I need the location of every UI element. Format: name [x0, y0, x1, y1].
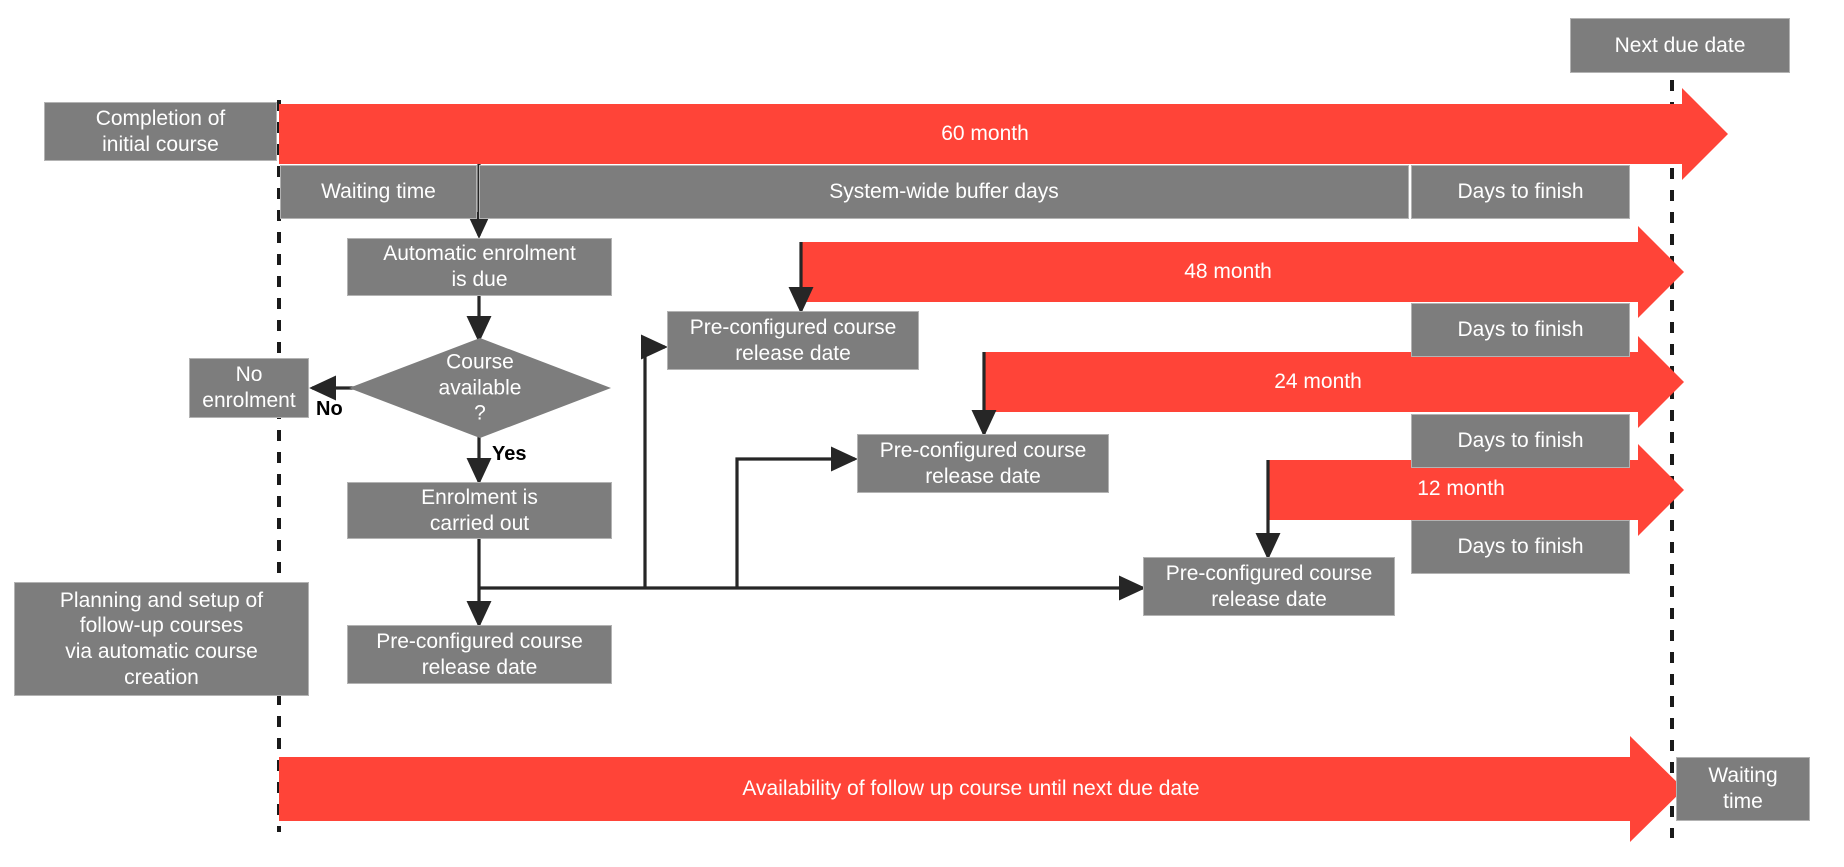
red-arrow-48-month [800, 226, 1684, 318]
box-waiting-time-label: Waiting time [321, 180, 436, 204]
red-arrow-availability [279, 736, 1684, 842]
box-automatic-enrolment-is-due[interactable]: Automatic enrolment is due [347, 238, 612, 296]
box-days-to-finish-24[interactable]: Days to finish [1411, 414, 1630, 468]
box-automatic-enrolment-is-due-label: Automatic enrolment is due [383, 242, 576, 291]
connector-riser-to-preconfigured-3 [735, 446, 858, 588]
box-days-to-finish-48-label: Days to finish [1457, 318, 1584, 342]
box-pre-configured-1-label: Pre-configured course release date [376, 629, 583, 679]
box-pre-configured-2-label: Pre-configured course release date [689, 315, 897, 365]
box-days-to-finish-48[interactable]: Days to finish [1411, 303, 1630, 357]
box-no-enrolment-label: No enrolment [202, 363, 296, 412]
box-system-wide-buffer-days[interactable]: System-wide buffer days [479, 165, 1409, 219]
red-arrow-60-month [279, 88, 1728, 180]
box-pre-configured-3-label: Pre-configured course release date [879, 438, 1087, 488]
decision-branch-yes-label: Yes [492, 443, 527, 465]
box-waiting-time-end-label: Waiting time [1708, 764, 1778, 813]
box-system-wide-buffer-days-label: System-wide buffer days [829, 180, 1059, 204]
box-days-to-finish-60-label: Days to finish [1457, 180, 1584, 204]
arrow-60-month-label: 60 month [941, 122, 1029, 145]
box-waiting-time[interactable]: Waiting time [280, 165, 477, 219]
arrow-12-month-label: 12 month [1417, 477, 1505, 500]
arrow-48-month-label: 48 month [1184, 260, 1272, 283]
box-completion-of-initial-course[interactable]: Completion of initial course [44, 102, 277, 161]
red-arrow-24-month [983, 336, 1684, 428]
box-enrolment-is-carried-out-label: Enrolment is carried out [421, 485, 538, 535]
box-pre-configured-release-date-1[interactable]: Pre-configured course release date [347, 625, 612, 684]
connector-riser-to-preconfigured-2 [641, 334, 668, 588]
box-pre-configured-4-label: Pre-configured course release date [1165, 561, 1373, 611]
box-no-enrolment[interactable]: No enrolment [189, 358, 309, 418]
arrow-24-month-label: 24 month [1274, 370, 1362, 393]
decision-branch-no-label: No [316, 398, 343, 420]
box-pre-configured-release-date-4[interactable]: Pre-configured course release date [1143, 557, 1395, 616]
box-planning-and-setup[interactable]: Planning and setup of follow-up courses … [14, 582, 309, 696]
box-pre-configured-release-date-2[interactable]: Pre-configured course release date [667, 311, 919, 370]
box-next-due-date[interactable]: Next due date [1570, 18, 1790, 73]
box-days-to-finish-12[interactable]: Days to finish [1411, 520, 1630, 574]
box-days-to-finish-24-label: Days to finish [1457, 429, 1584, 453]
box-enrolment-is-carried-out[interactable]: Enrolment is carried out [347, 482, 612, 539]
box-completion-label: Completion of initial course [95, 106, 226, 156]
decision-diamond-shape[interactable] [349, 338, 611, 438]
box-days-to-finish-12-label: Days to finish [1457, 535, 1584, 559]
box-pre-configured-release-date-3[interactable]: Pre-configured course release date [857, 434, 1109, 493]
box-planning-and-setup-label: Planning and setup of follow-up courses … [59, 588, 264, 689]
box-days-to-finish-60[interactable]: Days to finish [1411, 165, 1630, 219]
box-waiting-time-end[interactable]: Waiting time [1676, 757, 1810, 821]
arrow-availability-label: Availability of follow up course until n… [742, 777, 1200, 800]
box-next-due-date-label: Next due date [1614, 33, 1746, 57]
